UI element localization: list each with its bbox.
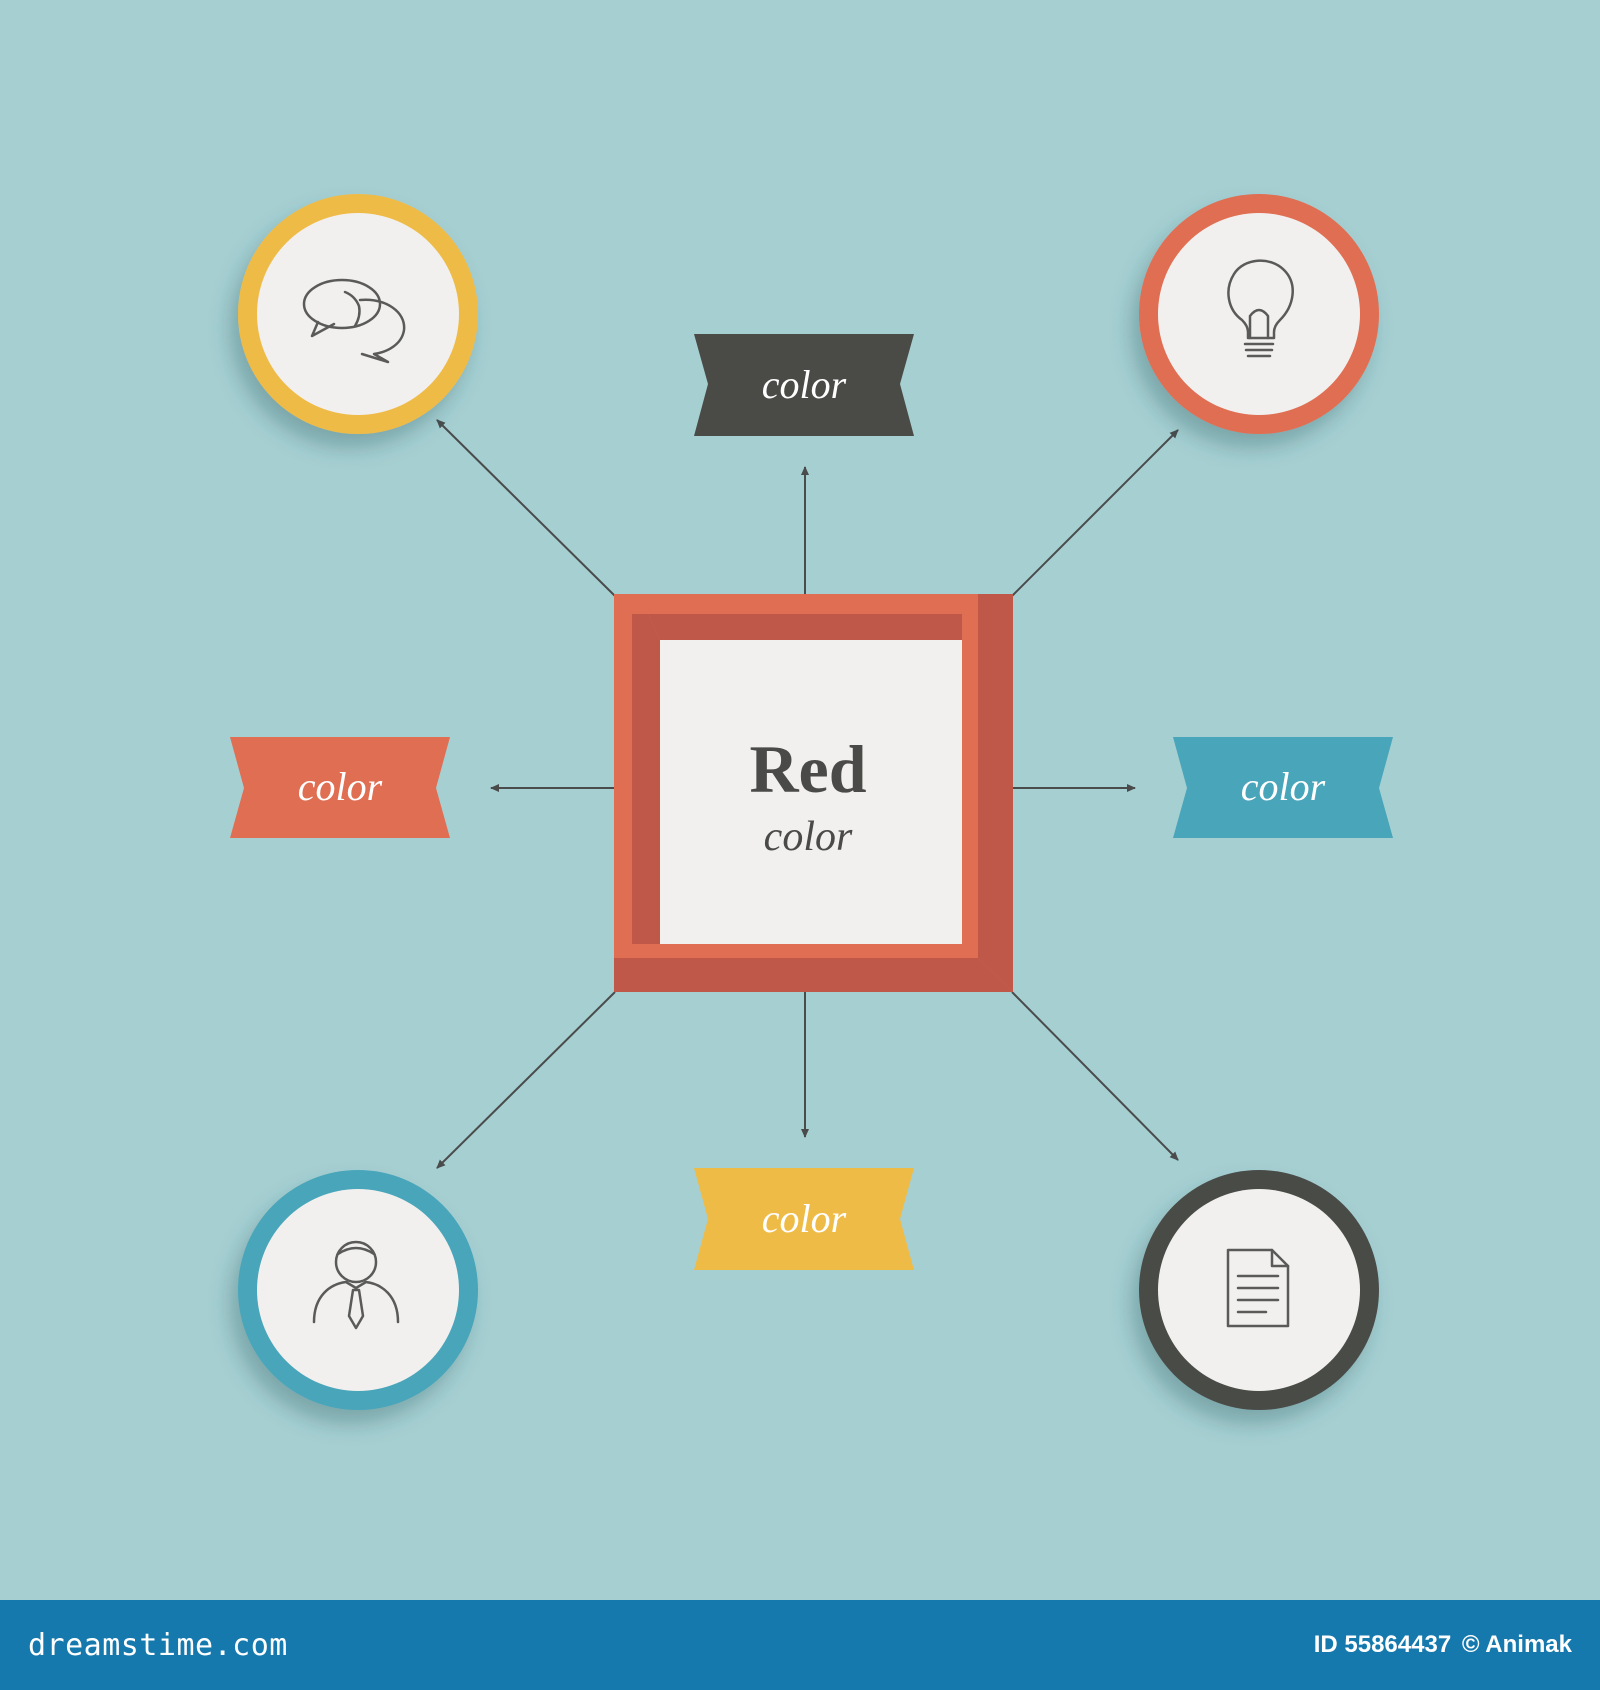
arrow-bottom-right [1011,991,1179,1161]
watermark-id: ID 55864437 © Animak [1310,1631,1572,1659]
circle-top-right [1139,194,1379,434]
label-left-text: color [298,764,383,809]
light-bulb-icon [1227,259,1294,358]
businessman-icon [312,1240,400,1330]
connector-arrows [436,419,1179,1169]
watermark-copyright: © Animak [1461,1631,1572,1658]
center-title: Red [749,731,866,807]
watermark-footer: dreamstime.com ID 55864437 © Animak [0,1600,1600,1690]
watermark-id-text: ID 55864437 [1313,1631,1452,1658]
circle-top-left [238,194,478,434]
label-right: color [1173,737,1393,838]
label-right-text: color [1241,764,1326,809]
label-top-text: color [762,362,847,407]
diagram-canvas: Red color color color color color [0,0,1600,1600]
flow-diagram: Red color color color color color [0,0,1600,1600]
arrow-bottom-left [436,991,616,1169]
speech-bubbles-icon [302,278,406,364]
arrow-top-right [1011,429,1179,597]
label-bottom: color [694,1168,914,1270]
center-box: Red color [614,594,1013,992]
arrow-top-left [436,419,616,597]
watermark-site: dreamstime.com [28,1627,288,1663]
center-subtitle: color [764,814,853,860]
document-icon [1226,1248,1290,1328]
label-left: color [230,737,450,838]
label-bottom-text: color [762,1196,847,1241]
circle-bottom-right [1139,1170,1379,1410]
label-top: color [694,334,914,436]
